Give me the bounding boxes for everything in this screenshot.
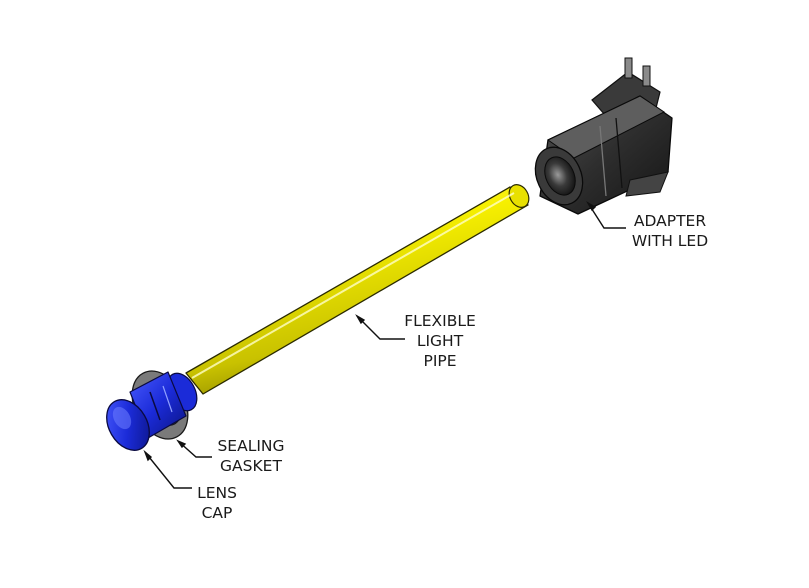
adapter-label-line-1: ADAPTER	[634, 212, 706, 230]
light-pipe-leader	[356, 315, 405, 340]
adapter-with-led	[534, 57, 673, 215]
gasket-arrowhead	[176, 439, 187, 449]
gasket-label-line-1: SEALING	[217, 437, 284, 455]
lens-cap-arrowhead	[143, 449, 153, 462]
callout-adapter-with-led: ADAPTER WITH LED	[632, 212, 708, 250]
lens-cap-leader	[144, 451, 192, 489]
leader-lines	[143, 201, 626, 489]
callout-sealing-gasket: SEALING GASKET	[217, 437, 284, 475]
lens-cap	[106, 371, 198, 451]
adapter-label-line-2: WITH LED	[632, 232, 708, 250]
callout-lens-cap: LENS CAP	[197, 484, 237, 522]
light-pipe-label-line-1: FLEXIBLE	[404, 312, 476, 330]
light-pipe-label-line-2: LIGHT	[417, 332, 464, 350]
callout-flexible-light-pipe: FLEXIBLE LIGHT PIPE	[404, 312, 476, 370]
adapter-arrowhead	[586, 201, 597, 212]
adapter-leader	[587, 202, 626, 229]
light-pipe-arrowhead	[355, 314, 366, 325]
light-pipe-label-line-3: PIPE	[423, 352, 456, 370]
gasket-label-line-2: GASKET	[220, 457, 282, 475]
lens-cap-label-line-2: CAP	[202, 504, 233, 522]
lens-cap-label-line-1: LENS	[197, 484, 237, 502]
flexible-light-pipe	[185, 184, 530, 395]
gasket-leader	[177, 440, 212, 458]
